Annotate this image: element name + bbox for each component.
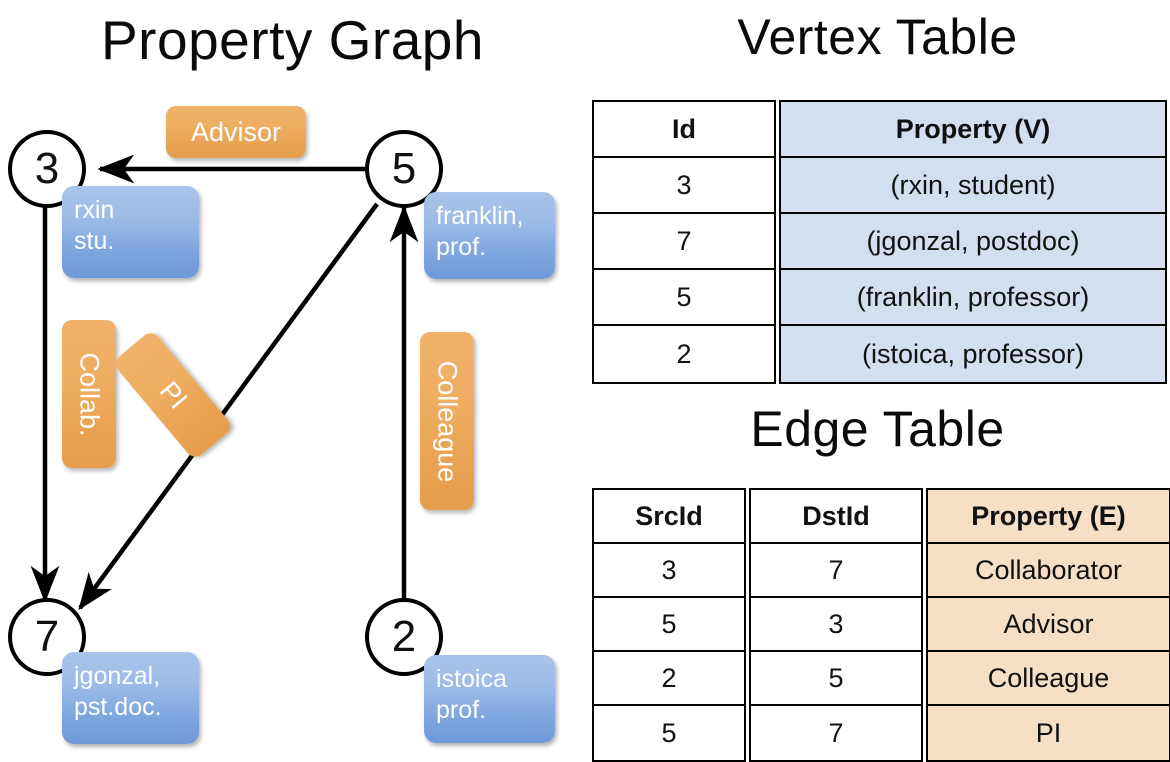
vertex-property-line-1: rxin xyxy=(74,196,115,224)
edge-label-colleague-text: Colleague xyxy=(432,360,463,482)
edge-table-column-srcid: SrcId 3 5 2 5 xyxy=(592,488,746,762)
edge-table-row: 7 xyxy=(751,706,921,760)
edge-table-row: 5 xyxy=(751,652,921,706)
edge-table-column-property: Property (E) Collaborator Advisor Collea… xyxy=(926,488,1170,762)
vertex-table-header-id: Id xyxy=(594,102,774,158)
graph-edge-arrows xyxy=(30,154,419,611)
edge-label-advisor: Advisor xyxy=(166,106,306,158)
edge-table-row: Advisor xyxy=(928,598,1169,652)
vertex-property-box-3: rxin stu. xyxy=(62,186,199,278)
edge-table-column-dstid: DstId 7 3 5 7 xyxy=(749,488,923,762)
vertex-property-line-1: istoica xyxy=(436,665,507,693)
vertex-table-row: (franklin, professor) xyxy=(781,270,1165,326)
edge-table-row: 3 xyxy=(594,544,744,598)
vertex-table-column-id: Id 3 7 5 2 xyxy=(592,100,776,384)
graph-node-2[interactable]: 2 xyxy=(365,598,443,676)
vertex-property-line-2: stu. xyxy=(74,226,115,255)
edge-table-row: 5 xyxy=(594,598,744,652)
vertex-property-box-5: franklin, prof. xyxy=(424,192,555,279)
vertex-property-line-2: prof. xyxy=(436,232,487,261)
edge-label-advisor-text: Advisor xyxy=(190,116,282,147)
edge-table: SrcId 3 5 2 5 DstId 7 3 5 7 Property (E)… xyxy=(592,488,1170,762)
page-title-vertex-table: Vertex Table xyxy=(737,9,1018,65)
vertex-table-row: 3 xyxy=(594,158,774,214)
edge-table-header-property: Property (E) xyxy=(928,490,1169,544)
vertex-property-line-1: jgonzal, xyxy=(74,662,161,690)
vertex-table: Id 3 7 5 2 Property (V) (rxin, student) … xyxy=(592,100,1167,384)
vertex-table-header-property: Property (V) xyxy=(781,102,1165,158)
edge-table-row: 3 xyxy=(751,598,921,652)
edge-label-colleague: Colleague xyxy=(420,332,474,510)
edge-table-row: Collaborator xyxy=(928,544,1169,598)
vertex-property-box-2: istoica prof. xyxy=(424,655,555,743)
vertex-table-row: (istoica, professor) xyxy=(781,326,1165,382)
edge-table-row: PI xyxy=(928,706,1169,760)
vertex-table-row: (jgonzal, postdoc) xyxy=(781,214,1165,270)
page-title-property-graph: Property Graph xyxy=(100,9,484,71)
vertex-table-row: (rxin, student) xyxy=(781,158,1165,214)
edge-label-pi-text: PI xyxy=(153,375,194,415)
edge-table-row: 5 xyxy=(594,706,744,760)
vertex-property-line-2: prof. xyxy=(436,695,487,724)
vertex-table-row: 2 xyxy=(594,326,774,382)
edge-table-row: 7 xyxy=(751,544,921,598)
edge-table-header-dstid: DstId xyxy=(751,490,921,544)
vertex-table-row: 7 xyxy=(594,214,774,270)
vertex-property-line-2: pst.doc. xyxy=(74,692,162,721)
edge-label-collab-text: Collab. xyxy=(74,351,105,437)
edge-arrow-5-to-7 xyxy=(78,202,379,611)
vertex-table-column-property: Property (V) (rxin, student) (jgonzal, p… xyxy=(779,100,1167,384)
vertex-table-row: 5 xyxy=(594,270,774,326)
edge-table-header-srcid: SrcId xyxy=(594,490,744,544)
page-title-edge-table: Edge Table xyxy=(750,401,1005,457)
vertex-property-line-1: franklin, xyxy=(436,202,524,230)
edge-table-row: 2 xyxy=(594,652,744,706)
edge-table-row: Colleague xyxy=(928,652,1169,706)
edge-label-collab: Collab. xyxy=(62,320,116,468)
property-graph-diagram: 3 5 7 2 rxin stu. franklin, prof. jgonza… xyxy=(0,0,585,760)
vertex-property-box-7: jgonzal, pst.doc. xyxy=(62,652,199,744)
